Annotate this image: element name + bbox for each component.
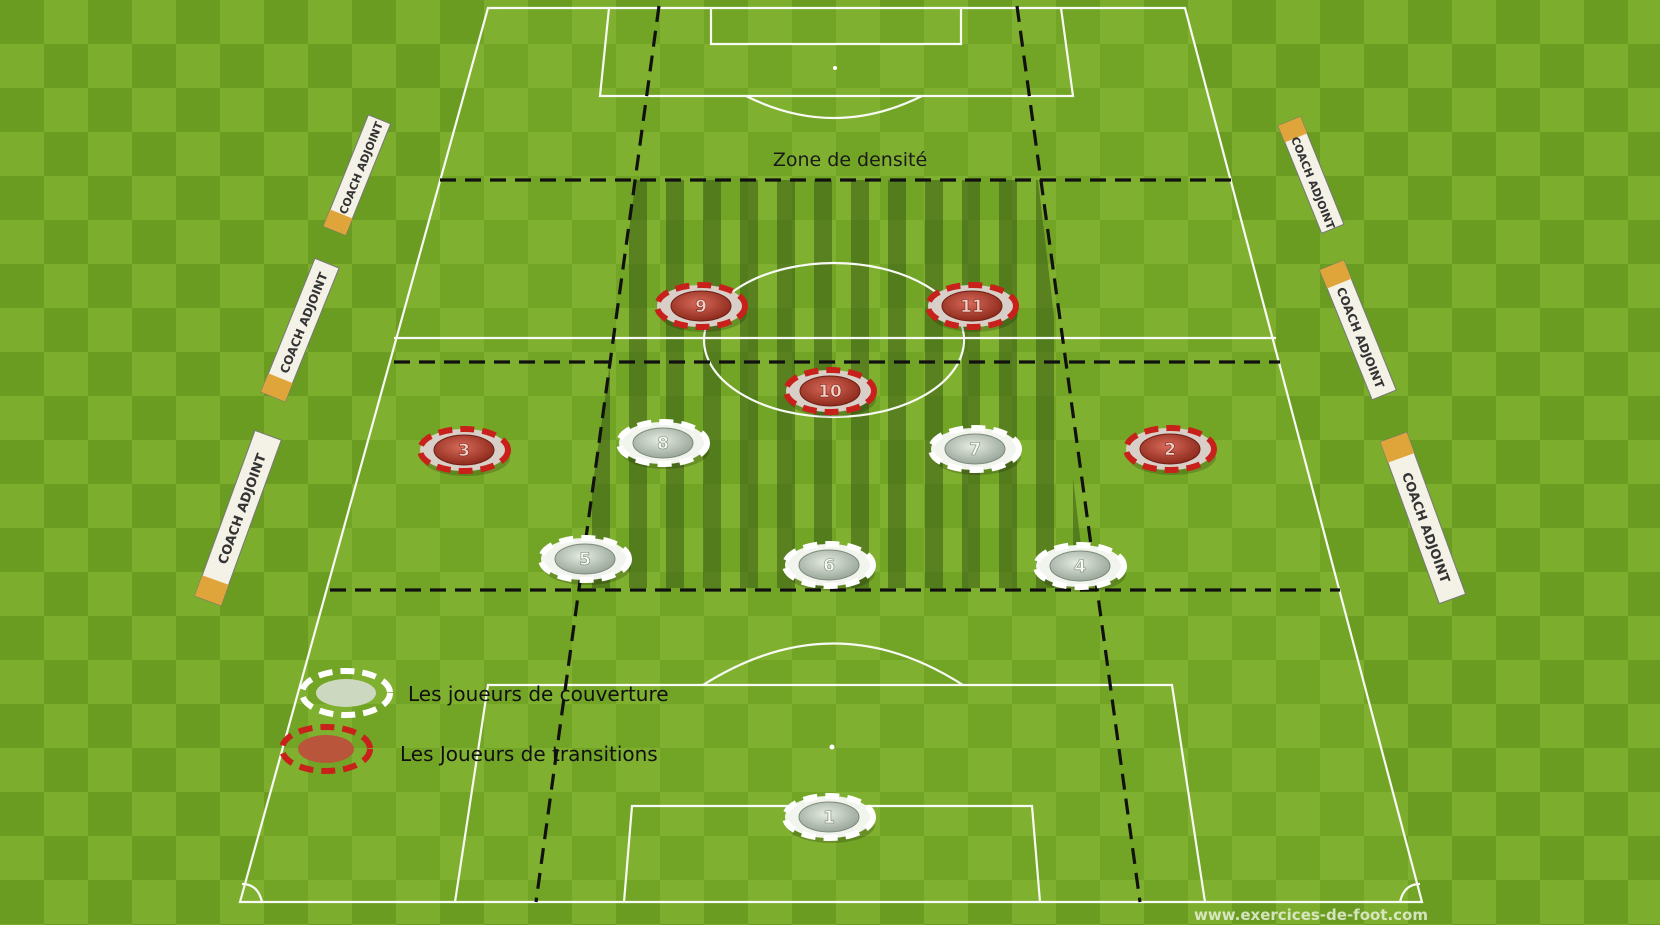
player-cover-4: 4: [1033, 542, 1127, 592]
center-circle: [702, 261, 966, 419]
player-number: 9: [695, 297, 707, 317]
player-transition-2: 2: [1123, 425, 1217, 475]
pitch-outline: [238, 6, 1424, 904]
player-transition-9: 9: [654, 282, 748, 332]
bottom-penalty-box: [453, 683, 1207, 903]
player-transition-11: 11: [925, 282, 1019, 332]
watermark: www.exercices-de-foot.com: [1194, 906, 1428, 924]
player-number: 2: [1164, 440, 1176, 460]
zone-label: Zone de densité: [773, 149, 927, 171]
player-cover-5: 5: [538, 535, 632, 585]
top-goal-box: [709, 8, 963, 46]
legend-transition-token: [279, 724, 373, 774]
legend-transition-label: Les Joueurs de transitions: [400, 742, 658, 766]
player-number: 10: [818, 382, 842, 402]
player-cover-1: 1: [782, 793, 876, 843]
zone-dashed-lines: [330, 5, 1340, 903]
player-cover-8: 8: [616, 419, 710, 469]
bottom-penalty-arc: [702, 642, 964, 686]
player-number: 5: [579, 550, 591, 570]
legend-cover-label: Les joueurs de couverture: [408, 682, 669, 706]
players-layer: 9 11 10 3 2 8 7 5 6 4 1: [417, 282, 1217, 843]
legend: Les joueurs de couverture Les Joueurs de…: [279, 668, 669, 774]
top-penalty-box: [598, 7, 1075, 98]
pitch-lines: [238, 6, 1424, 904]
legend-cover-token: [299, 668, 393, 718]
player-number: 6: [823, 556, 835, 576]
player-number: 1: [823, 808, 835, 828]
player-number: 11: [960, 297, 984, 317]
player-cover-6: 6: [782, 541, 876, 591]
player-cover-7: 7: [928, 425, 1022, 475]
player-number: 8: [657, 434, 669, 454]
player-number: 4: [1074, 557, 1086, 577]
player-transition-3: 3: [417, 426, 511, 476]
player-number: 3: [458, 441, 470, 461]
top-penalty-arc: [745, 95, 923, 120]
player-transition-10: 10: [783, 367, 877, 417]
player-number: 7: [969, 440, 981, 460]
